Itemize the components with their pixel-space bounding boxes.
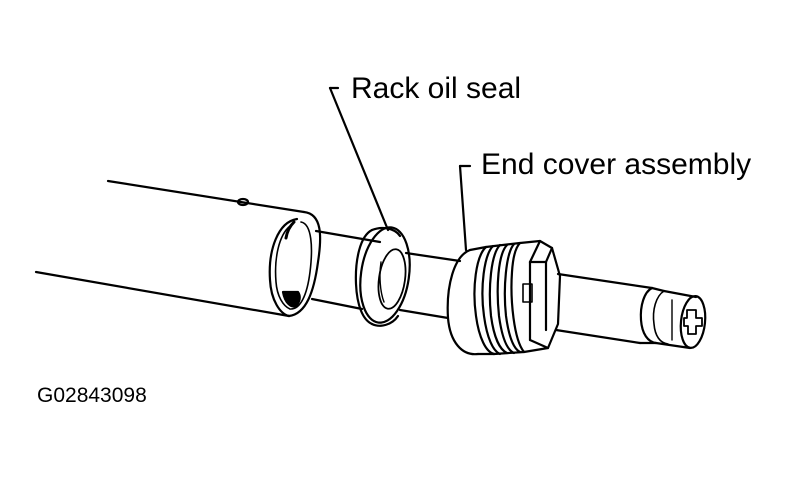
rack-shaft bbox=[312, 231, 460, 318]
end-cover-assembly-label: End cover assembly bbox=[481, 148, 752, 181]
rack-oil-seal-label: Rack oil seal bbox=[351, 72, 522, 105]
rack-end bbox=[556, 274, 708, 349]
rack-housing-tube bbox=[36, 181, 320, 316]
end-cover-assembly bbox=[448, 241, 560, 354]
figure-id: G02843098 bbox=[37, 384, 147, 407]
leader-end-cover-assembly bbox=[460, 166, 470, 250]
leader-rack-oil-seal bbox=[330, 88, 388, 230]
